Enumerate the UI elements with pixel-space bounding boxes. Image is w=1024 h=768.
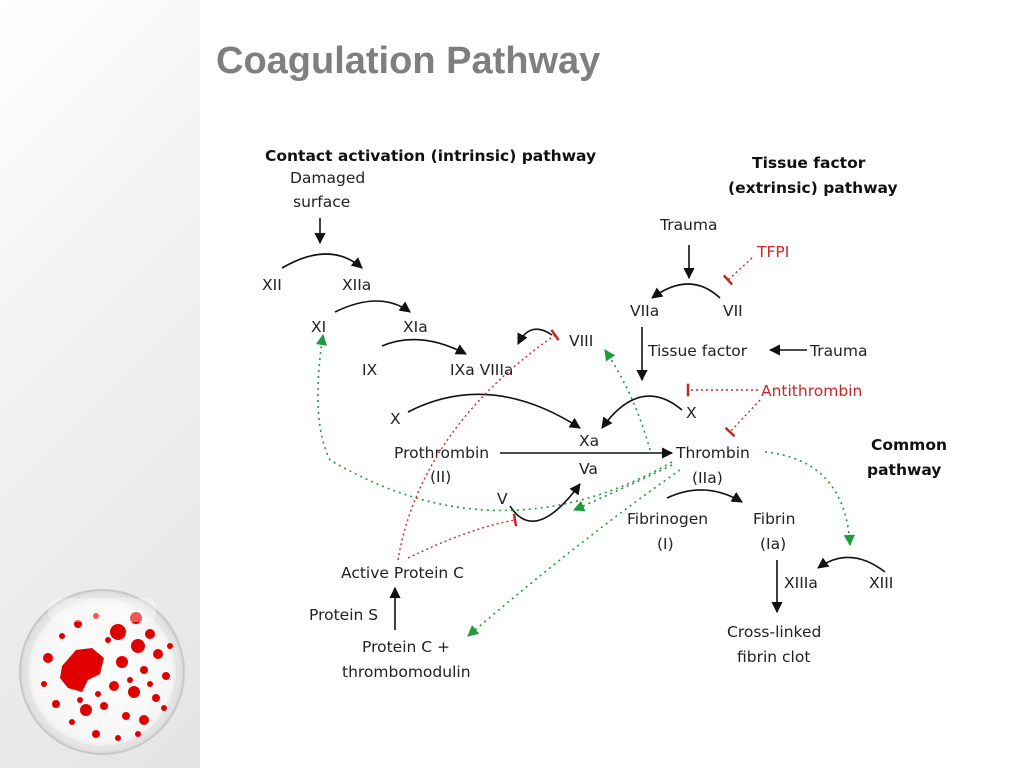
activation-arrows — [281, 218, 886, 630]
label-antithrombin: Antithrombin — [761, 382, 862, 400]
arrow-x-extrinsic-to-xa — [601, 395, 683, 429]
arrow-x-to-xa — [407, 393, 581, 429]
label-thrombin: Thrombin — [675, 444, 750, 462]
factor-v: V — [497, 490, 508, 508]
label-ii: (II) — [430, 468, 451, 486]
factor-viia: VIIa — [630, 302, 659, 320]
arrow-viii-to-viiia — [517, 328, 553, 346]
label-prothrombin: Prothrombin — [394, 444, 489, 462]
factor-xa: Xa — [579, 432, 599, 450]
common-pathway-header-line1: Common — [871, 436, 947, 454]
common-pathway-header-line2: pathway — [867, 461, 941, 479]
label-ia: (Ia) — [760, 535, 786, 553]
label-fibrin: Fibrin — [753, 510, 795, 528]
label-trauma-right: Trauma — [809, 342, 867, 360]
label-protein-c: Protein C + — [362, 638, 450, 656]
label-surface: surface — [293, 193, 350, 211]
factor-xii: XII — [262, 276, 282, 294]
diagram-labels: Contact activation (intrinsic) pathway D… — [262, 147, 947, 681]
inhibition-lines — [397, 257, 761, 561]
factor-ix: IX — [362, 361, 378, 379]
factor-ixa-viiia: IXa VIIIa — [450, 361, 513, 379]
factor-xiia: XIIa — [342, 276, 371, 294]
arrow-xii-to-xiia — [281, 253, 363, 269]
arrow-fibrinogen-to-fibrin — [666, 489, 743, 503]
feedback-arrows — [315, 333, 855, 637]
label-tfpi: TFPI — [756, 243, 789, 261]
factor-viii: VIII — [569, 332, 593, 350]
label-thrombomodulin: thrombomodulin — [342, 663, 471, 681]
arrow-xiii-to-xiiia — [817, 556, 886, 573]
inhibit-tfpi — [722, 257, 753, 286]
factor-xia: XIa — [403, 318, 428, 336]
label-trauma-top: Trauma — [659, 216, 717, 234]
extrinsic-pathway-header-line1: Tissue factor — [752, 154, 866, 172]
feedback-thrombin-to-protein-c — [467, 469, 681, 637]
label-iia: (IIa) — [692, 469, 723, 487]
inhibit-apc-v — [407, 513, 518, 559]
inhibit-apc-viii — [397, 329, 560, 561]
factor-va: Va — [579, 460, 598, 478]
label-tissue-factor: Tissue factor — [647, 342, 748, 360]
arrow-vii-to-viia — [651, 283, 721, 299]
factor-xiii: XIII — [869, 574, 893, 592]
inhibit-antithrombin-thrombin — [724, 399, 761, 438]
slide-title: Coagulation Pathway — [216, 40, 601, 82]
factor-x-extrinsic: X — [686, 404, 697, 422]
feedback-thrombin-to-xiii — [764, 451, 855, 547]
label-protein-s: Protein S — [309, 606, 378, 624]
factor-vii: VII — [723, 302, 743, 320]
arrow-xi-to-xia — [334, 300, 411, 313]
label-fibrinogen: Fibrinogen — [627, 510, 708, 528]
factor-xi: XI — [311, 318, 326, 336]
factor-xiiia: XIIIa — [784, 574, 818, 592]
blood-splatter-petri-dish-icon — [19, 589, 185, 755]
feedback-thrombin-to-v — [572, 464, 673, 512]
arrow-ix-to-ixa — [381, 338, 467, 355]
intrinsic-pathway-header: Contact activation (intrinsic) pathway — [265, 147, 596, 165]
arrow-v-to-va — [509, 483, 581, 522]
factor-x-intrinsic: X — [390, 410, 401, 428]
label-active-protein-c: Active Protein C — [341, 564, 464, 582]
label-damaged: Damaged — [290, 169, 365, 187]
label-fibrin-clot: fibrin clot — [737, 648, 810, 666]
label-i: (I) — [657, 535, 674, 553]
label-crosslinked: Cross-linked — [727, 623, 821, 641]
extrinsic-pathway-header-line2: (extrinsic) pathway — [728, 179, 898, 197]
feedback-thrombin-to-viii — [604, 349, 651, 451]
